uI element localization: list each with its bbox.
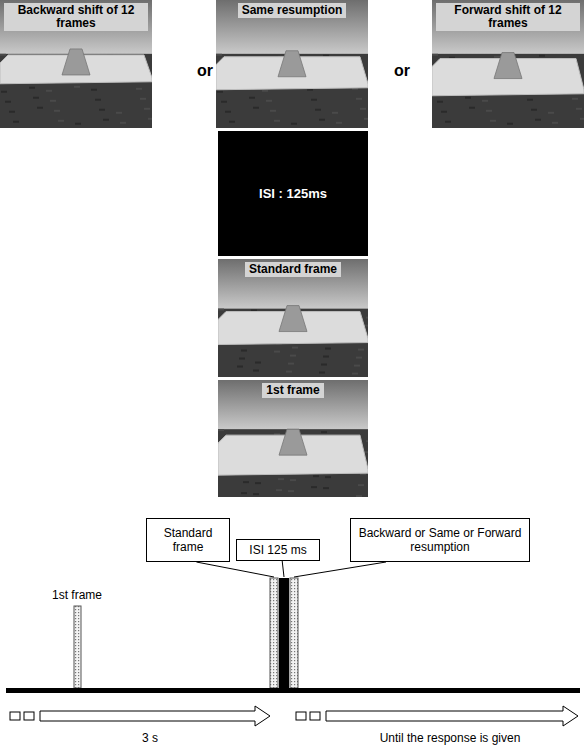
frame-label: Standard frame — [245, 262, 341, 277]
time-axis — [6, 688, 580, 693]
time-label: 1st frame — [52, 588, 102, 602]
video-frame: Backward shift of 12 frames — [0, 0, 152, 128]
frame-label: Backward shift of 12 frames — [4, 3, 148, 31]
pause-square — [10, 712, 20, 720]
or-label: or — [394, 62, 410, 80]
leader-line — [294, 562, 386, 577]
video-frame: Same resumption — [216, 0, 368, 128]
callout-box: Backward or Same or Forward resumption — [350, 518, 530, 562]
road-scene — [216, 0, 368, 128]
isi-bar — [279, 578, 289, 688]
pause-square — [24, 712, 34, 720]
time-label: 3 s — [142, 731, 158, 745]
pause-square — [296, 712, 306, 720]
frame-label: Forward shift of 12 frames — [436, 3, 580, 31]
frame-bar — [270, 578, 278, 688]
frame-label: ISI : 125ms — [218, 186, 368, 201]
frame-label: Same resumption — [238, 3, 347, 18]
video-frame: Standard frame — [218, 259, 368, 377]
callout-text: Standard frame — [147, 524, 229, 556]
duration-arrow — [326, 706, 578, 726]
or-label: or — [197, 62, 213, 80]
leader-line — [196, 562, 274, 577]
callout-text: ISI 125 ms — [244, 541, 311, 559]
leader-line — [282, 561, 284, 577]
blank-frame: ISI : 125ms — [218, 131, 368, 256]
video-frame: Forward shift of 12 frames — [432, 0, 584, 128]
duration-arrow — [40, 706, 270, 726]
frame-label: 1st frame — [262, 383, 323, 398]
pause-square — [310, 712, 320, 720]
video-frame: 1st frame — [218, 380, 368, 497]
frame-bar — [74, 606, 81, 688]
callout-box: Standard frame — [146, 518, 230, 562]
time-label: Until the response is given — [380, 731, 521, 745]
frame-bar — [290, 578, 298, 688]
callout-box: ISI 125 ms — [236, 539, 320, 561]
callout-text: Backward or Same or Forward resumption — [351, 524, 529, 556]
